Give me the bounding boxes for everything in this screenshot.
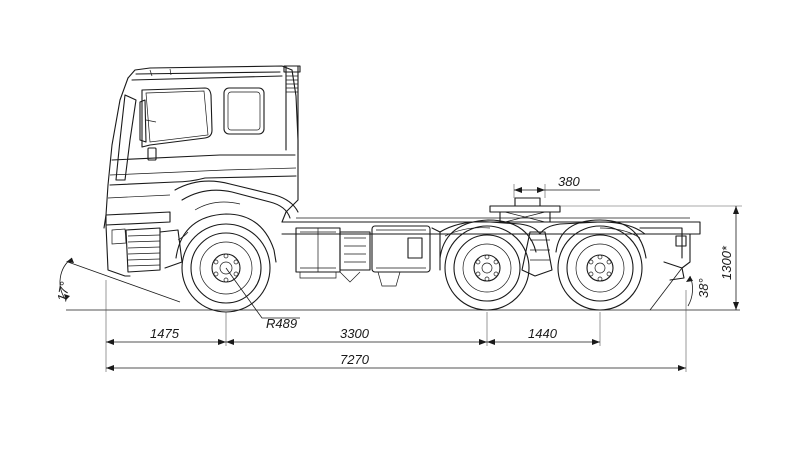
departure-angle-lines	[649, 267, 693, 311]
rear-wheel-2	[557, 225, 643, 311]
dim-departure-angle: 38°	[696, 278, 711, 298]
cab	[103, 65, 301, 277]
dimension-lines	[105, 184, 742, 372]
dim-front-overhang: 1475	[150, 326, 180, 341]
dim-wheel-radius: R489	[266, 316, 297, 331]
rear-wheel-1	[444, 225, 530, 311]
approach-angle-lines	[59, 257, 181, 303]
dim-wheelbase: 3300	[340, 326, 370, 341]
dim-fifth-wheel-height: 1300*	[719, 245, 734, 280]
fifth-wheel	[489, 197, 561, 223]
dim-fifth-wheel-offset: 380	[558, 174, 580, 189]
rear-suspension	[439, 219, 647, 277]
dim-rear-axle-spacing: 1440	[528, 326, 558, 341]
dim-overall-length: 7270	[340, 352, 370, 367]
chassis-frame	[281, 217, 701, 287]
front-wheel	[175, 213, 277, 313]
dim-approach-angle: 17°	[54, 281, 72, 303]
